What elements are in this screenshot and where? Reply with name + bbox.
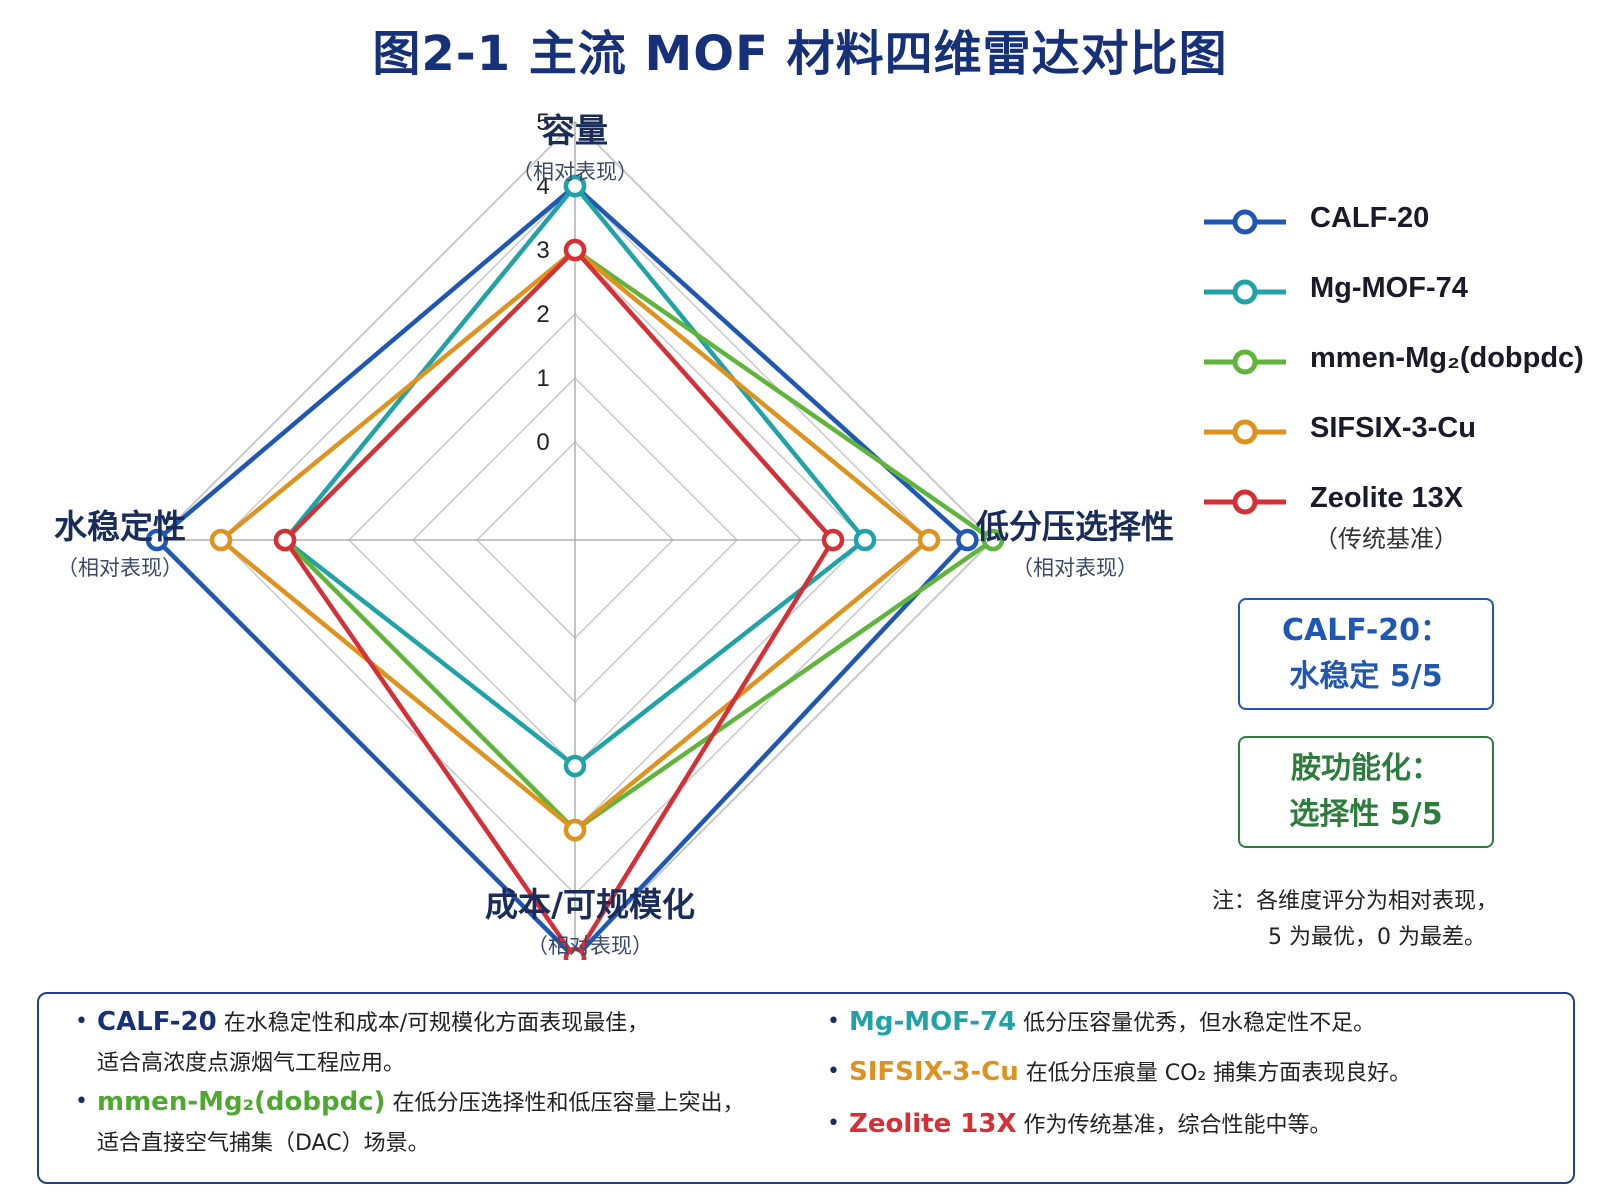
data-point [981, 528, 1005, 552]
tick-label: 5 [536, 109, 549, 136]
data-point [273, 528, 297, 552]
axis-label-cost: 成本/可规模化（相对表现） [484, 885, 696, 958]
legend-label: SIFSIX-3-Cu [1310, 412, 1476, 444]
legend: CALF-20 Mg-MOF-74 mmen-Mg₂(dobpdc) SIFSI… [1200, 200, 1590, 553]
tick-label: 1 [536, 365, 549, 392]
callout-amine: 胺功能化： 选择性 5/5 [1238, 736, 1494, 848]
series-line-0 [154, 183, 970, 960]
tick-label: 3 [536, 237, 549, 264]
axis-label-capacity: 容量（相对表现） [512, 111, 638, 184]
tick-label: 2 [536, 301, 549, 328]
legend-item-calf20: CALF-20 [1200, 200, 1590, 270]
data-point [145, 528, 169, 552]
tick-label: 4 [536, 173, 549, 200]
summary-bullet: • Zeolite 13X 作为传统基准，综合性能中等。 [827, 1109, 1332, 1139]
data-point [209, 528, 233, 552]
legend-item-mgmof74: Mg-MOF-74 [1200, 270, 1590, 340]
legend-item-mmen: mmen-Mg₂(dobpdc) [1200, 340, 1590, 410]
data-point [917, 528, 941, 552]
data-point [563, 818, 587, 842]
summary-bullet: • mmen-Mg₂(dobpdc) 在低分压选择性和低压容量上突出， 适合直接… [75, 1087, 745, 1156]
data-point [563, 754, 587, 778]
radar-chart: 0 1 2 3 4 5 [145, 109, 1005, 960]
summary-box: • CALF-20 在水稳定性和成本/可规模化方面表现最佳， 适合高浓度点源烟气… [37, 992, 1575, 1184]
legend-label: CALF-20 [1310, 202, 1430, 234]
legend-item-sifsix: SIFSIX-3-Cu [1200, 410, 1590, 480]
legend-label: Mg-MOF-74 [1310, 272, 1468, 304]
legend-note: （传统基准） [1314, 526, 1458, 553]
data-point [821, 528, 845, 552]
chart-title: 图2-1 主流 MOF 材料四维雷达对比图 [372, 26, 1228, 82]
axis-label-selectivity: 低分压选择性（相对表现） [976, 507, 1174, 580]
callout-calf20: CALF-20： 水稳定 5/5 [1238, 598, 1494, 710]
data-point [563, 238, 587, 262]
tick-label: 0 [536, 429, 549, 456]
summary-bullet: • CALF-20 在水稳定性和成本/可规模化方面表现最佳， 适合高浓度点源烟气… [75, 1007, 650, 1076]
data-point [956, 528, 979, 552]
footnote: 注：各维度评分为相对表现， 5 为最优，0 为最差。 [1212, 889, 1499, 950]
summary-bullet: • SIFSIX-3-Cu 在低分压痕量 CO₂ 捕集方面表现良好。 [827, 1057, 1412, 1087]
summary-bullet: • Mg-MOF-74 低分压容量优秀，但水稳定性不足。 [827, 1007, 1376, 1037]
legend-label: mmen-Mg₂(dobpdc) [1310, 342, 1584, 374]
legend-label: Zeolite 13X [1310, 482, 1464, 514]
data-point [563, 174, 587, 198]
data-point [563, 946, 587, 960]
legend-item-zeolite: Zeolite 13X （传统基准） [1200, 480, 1590, 553]
axis-label-water-stability: 水稳定性（相对表现） [54, 507, 186, 580]
data-point [853, 528, 877, 552]
